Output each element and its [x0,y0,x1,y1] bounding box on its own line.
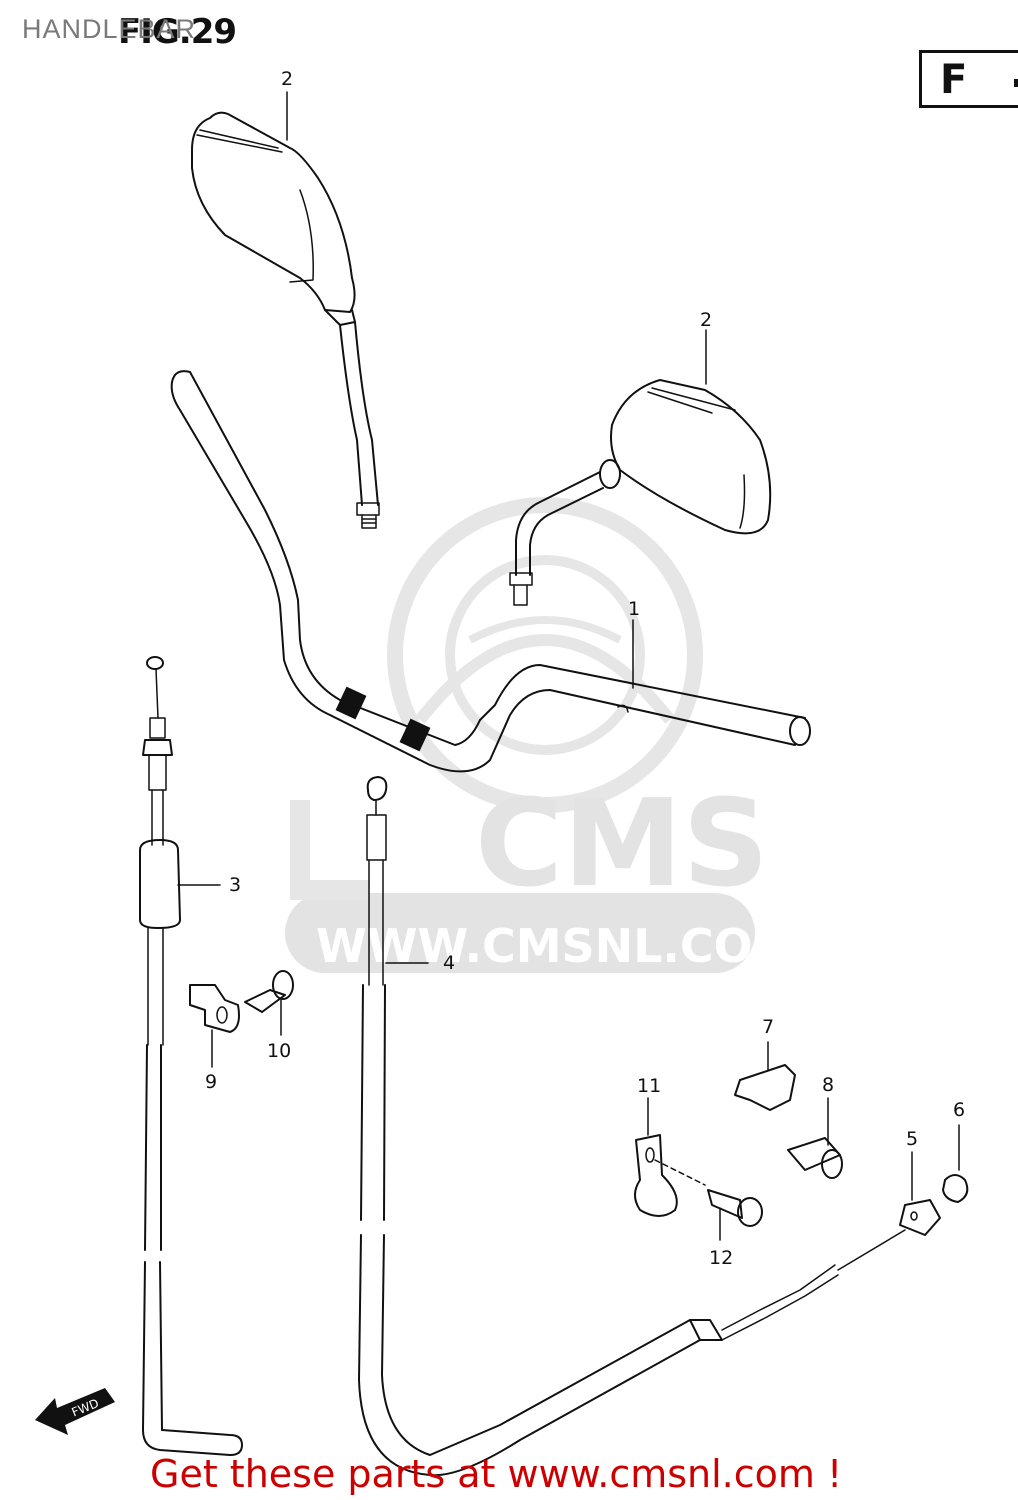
section-code-box: F [919,50,1018,108]
throttle-cable-drawing [139,656,243,1456]
callout-2-left: 2 [281,68,294,90]
callout-12: 12 [709,1247,734,1269]
callout-9: 9 [205,1071,218,1093]
mirror-left-drawing [191,91,380,529]
callout-1: 1 [628,598,641,620]
section-dash [1014,79,1018,87]
callout-5: 5 [906,1128,919,1150]
handlebar-drawing [170,370,811,773]
clutch-cable-drawing [358,776,906,1477]
svg-text:WWW.CMSNL.COM: WWW.CMSNL.COM [316,919,799,973]
small-parts-drawing [189,970,969,1241]
svg-text:FWD: FWD [70,1396,101,1419]
callout-4: 4 [443,952,456,974]
promo-link[interactable]: Get these parts at www.cmsnl.com ! [150,1452,843,1496]
callout-2-right: 2 [700,309,713,331]
forward-arrow-icon: FWD [35,1388,115,1435]
callout-8: 8 [822,1074,835,1096]
callout-7: 7 [762,1016,775,1038]
page-title: HANDLEBAR [22,14,197,44]
bracket-7 [734,1064,796,1111]
figure-label: FIG.29 [118,12,237,52]
svg-text:CMS: CMS [475,775,769,914]
callout-3: 3 [229,874,242,896]
clamp-11 [634,1134,678,1217]
callout-6: 6 [953,1099,966,1121]
callout-10: 10 [267,1040,292,1062]
callout-11: 11 [637,1075,662,1097]
mirror-right-drawing [509,329,772,606]
clamp-9 [189,984,240,1033]
section-code: F [940,57,968,103]
